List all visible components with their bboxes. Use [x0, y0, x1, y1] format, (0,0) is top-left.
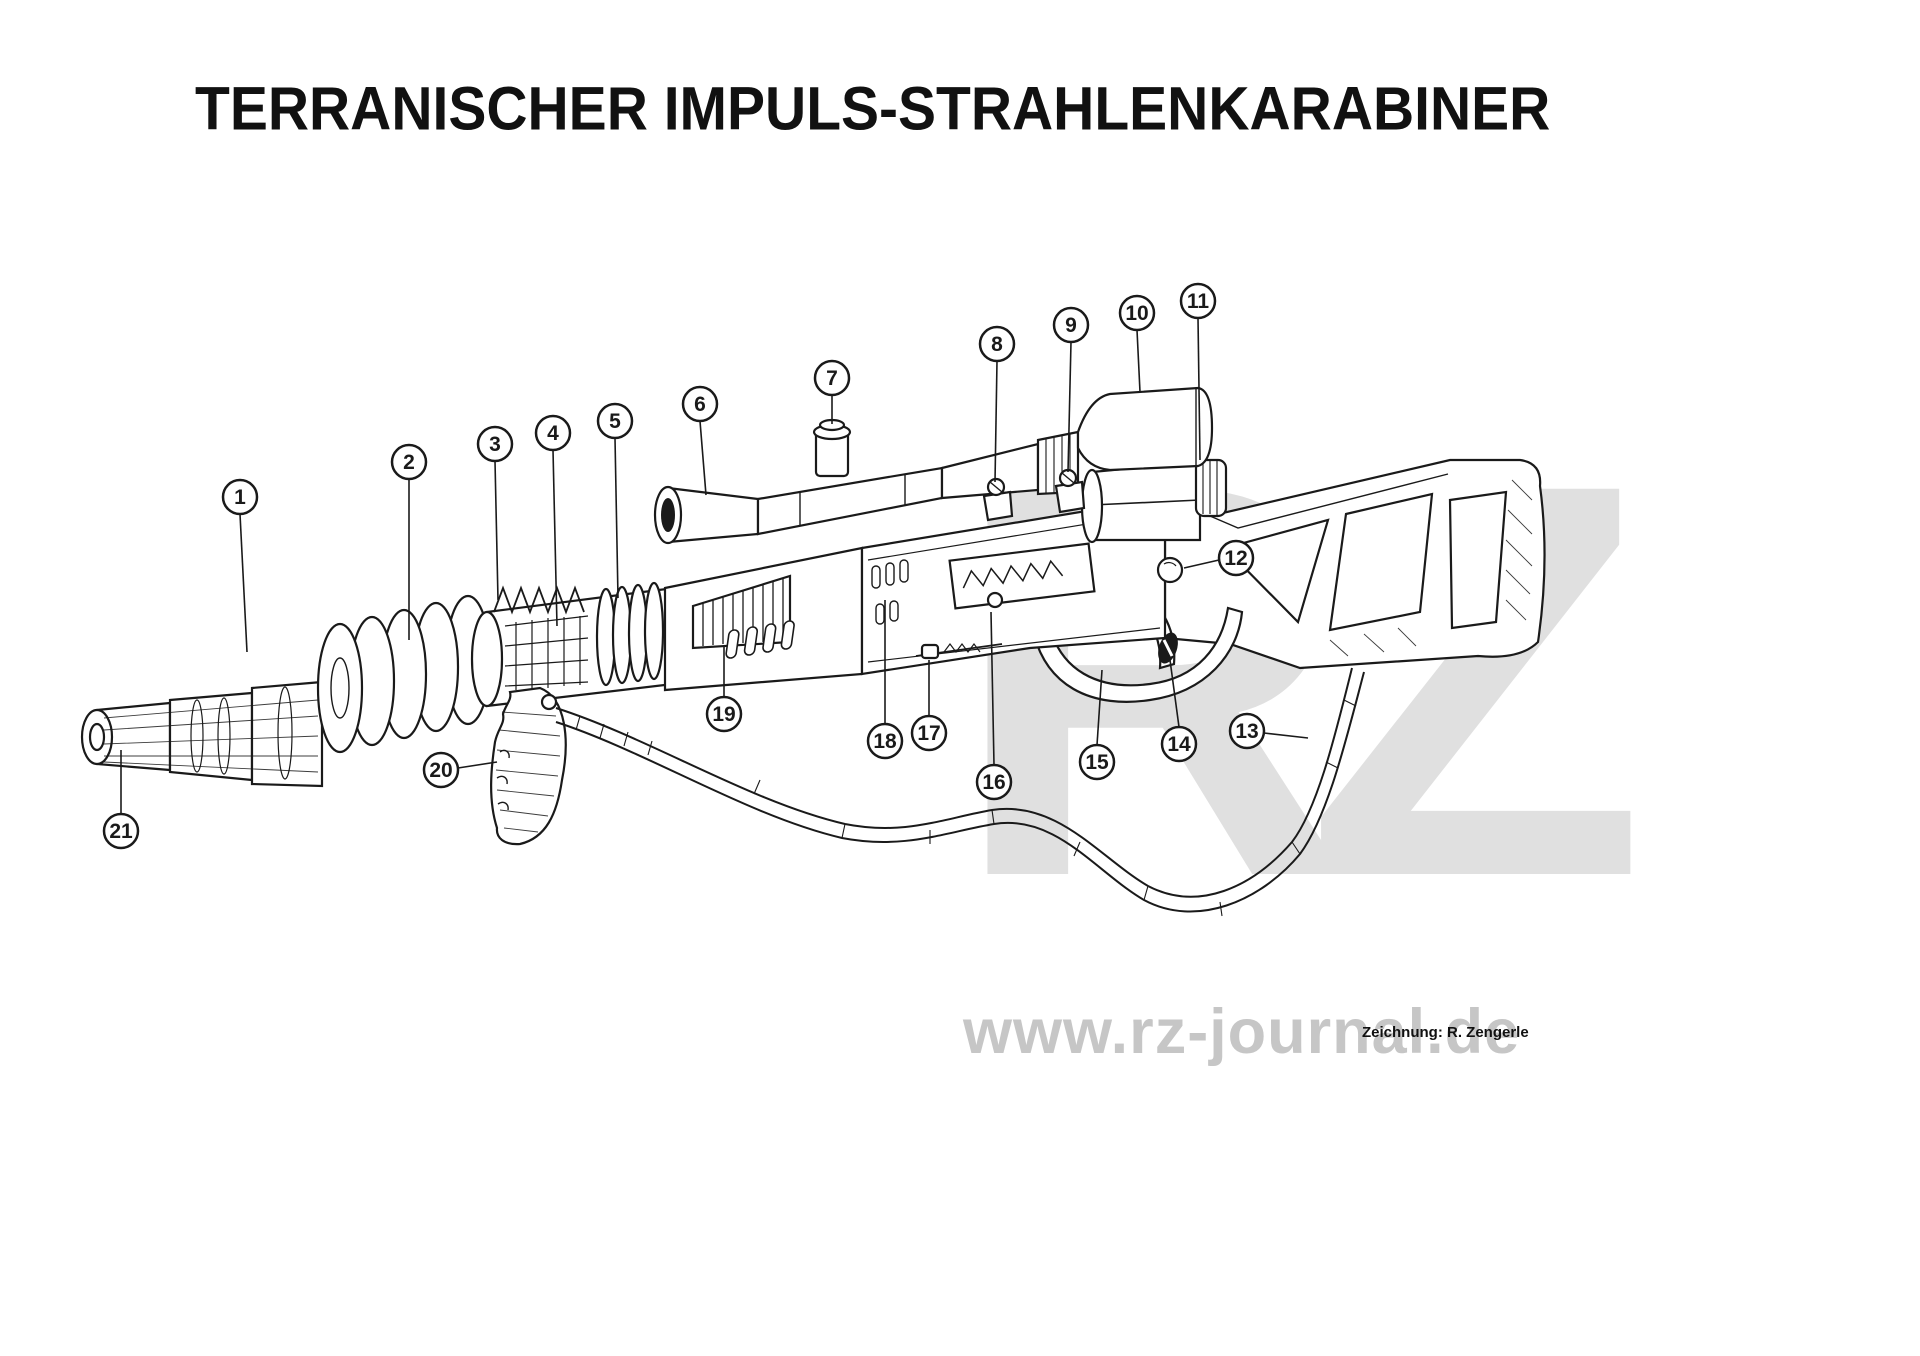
callout-14: 14: [1160, 659, 1198, 763]
ring-discs: [316, 594, 492, 754]
svg-text:11: 11: [1187, 290, 1210, 313]
callout-4: 4: [534, 414, 572, 627]
fins: [702, 579, 784, 646]
sling-stud: [540, 693, 558, 711]
svg-text:4: 4: [547, 422, 559, 445]
sling-strap: [555, 667, 1365, 917]
grip-hatching: [495, 711, 561, 833]
callout-7: 7: [813, 359, 851, 424]
callout-11: 11: [1179, 282, 1217, 461]
callout-3: 3: [476, 425, 514, 601]
rifle-drawing: [80, 386, 1546, 917]
scope-turret: [812, 418, 852, 478]
callout-18: 18: [866, 600, 904, 760]
round-detail: [1156, 556, 1184, 584]
callout-19: 19: [705, 645, 743, 733]
twin-tubes: [1080, 458, 1228, 544]
stock: [1163, 458, 1546, 670]
svg-text:14: 14: [1167, 733, 1191, 756]
svg-text:21: 21: [109, 820, 133, 843]
callout-17: 17: [910, 660, 948, 752]
watermark-url: www.rz-journal.de: [963, 997, 1521, 1067]
callouts: 1 2 3 4 5 6 7: [102, 282, 1309, 850]
callout-2: 2: [390, 443, 428, 640]
receiver-vents: [871, 559, 909, 625]
callout-16: 16: [975, 611, 1013, 801]
callout-20: 20: [422, 751, 498, 789]
barrel: [80, 680, 324, 788]
svg-text:20: 20: [429, 759, 452, 782]
scope: [653, 386, 1214, 545]
scope-mounts: [982, 468, 1086, 522]
credit-text: Zeichnung: R. Zengerle: [1362, 1024, 1529, 1041]
svg-text:16: 16: [982, 771, 1005, 794]
svg-text:15: 15: [1085, 751, 1109, 774]
callout-21: 21: [102, 750, 140, 850]
mechanism: [948, 542, 1096, 610]
front-housing: [470, 581, 692, 708]
callout-1: 1: [221, 478, 259, 653]
barrel-hatching: [103, 699, 319, 773]
svg-text:10: 10: [1125, 302, 1148, 325]
mid-body: [663, 546, 864, 692]
callout-9: 9: [1052, 306, 1090, 473]
callout-6: 6: [681, 385, 719, 496]
svg-text:9: 9: [1065, 314, 1077, 337]
vent-slots: [725, 620, 795, 659]
svg-text:5: 5: [609, 410, 621, 433]
svg-text:6: 6: [694, 393, 706, 416]
callout-10: 10: [1118, 294, 1156, 393]
cage-lattice: [504, 615, 589, 690]
svg-text:12: 12: [1224, 547, 1247, 570]
callout-12: 12: [1183, 539, 1255, 577]
svg-text:17: 17: [917, 722, 940, 745]
charging-rod: [915, 643, 1003, 660]
callout-15: 15: [1078, 669, 1116, 781]
svg-text:3: 3: [489, 433, 501, 456]
pistol-grip: [490, 686, 567, 846]
svg-text:13: 13: [1235, 720, 1258, 743]
strap-braiding: [575, 699, 1357, 917]
page-title: TERRANISCHER IMPULS-STRAHLENKARABINER: [195, 74, 1551, 144]
stock-hatching: [1329, 479, 1533, 657]
callout-13: 13: [1228, 712, 1309, 750]
svg-text:7: 7: [826, 367, 838, 390]
coil-spring: [493, 585, 585, 615]
svg-text:1: 1: [234, 486, 246, 509]
svg-text:18: 18: [873, 730, 897, 753]
callout-8: 8: [978, 325, 1016, 483]
svg-text:19: 19: [712, 703, 735, 726]
svg-text:8: 8: [991, 333, 1003, 356]
callout-5: 5: [596, 402, 634, 599]
svg-text:2: 2: [403, 451, 415, 474]
